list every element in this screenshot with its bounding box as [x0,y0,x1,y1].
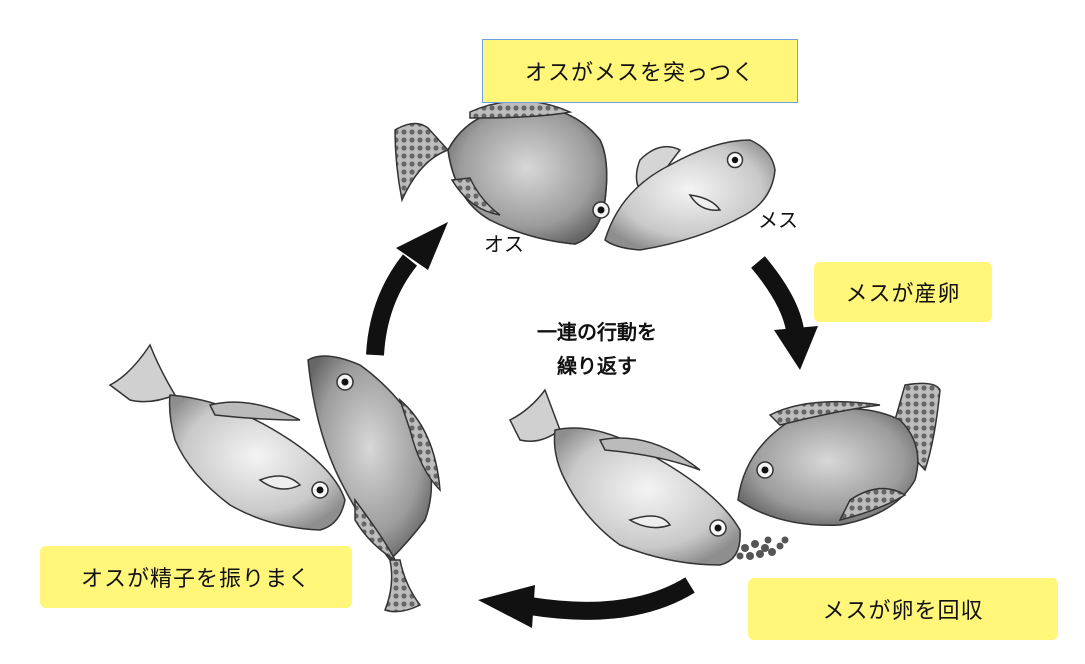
cycle-arrow-bottom [478,577,695,628]
step-label-male-nudges: オスがメスを突っつく [482,39,798,103]
egg-cluster [736,536,789,560]
cycle-caption-line2: 繰り返す [557,354,637,378]
fish-icon-top-female [604,139,776,251]
step-label-female-collects-eggs: メスが卵を回収 [748,578,1058,640]
cycle-caption-line1: 一連の行動を [537,320,657,344]
fish-tag-female: メス [758,208,798,232]
fish-icon-top-male [394,100,610,245]
fish-tag-male: オス [484,232,524,256]
fish-icon-right-female [508,388,741,566]
fish-icon-right-male [737,382,941,527]
step-label-male-releases-sperm: オスが精子を振りまく [40,546,352,608]
step-label-female-spawns: メスが産卵 [814,262,992,322]
cycle-arrow-right [751,256,818,370]
fish-icon-left-female [108,343,346,531]
cycle-arrow-left [366,222,448,356]
cycle-caption: 一連の行動を 繰り返す [507,315,687,383]
fish-icon-left-male [307,355,441,613]
